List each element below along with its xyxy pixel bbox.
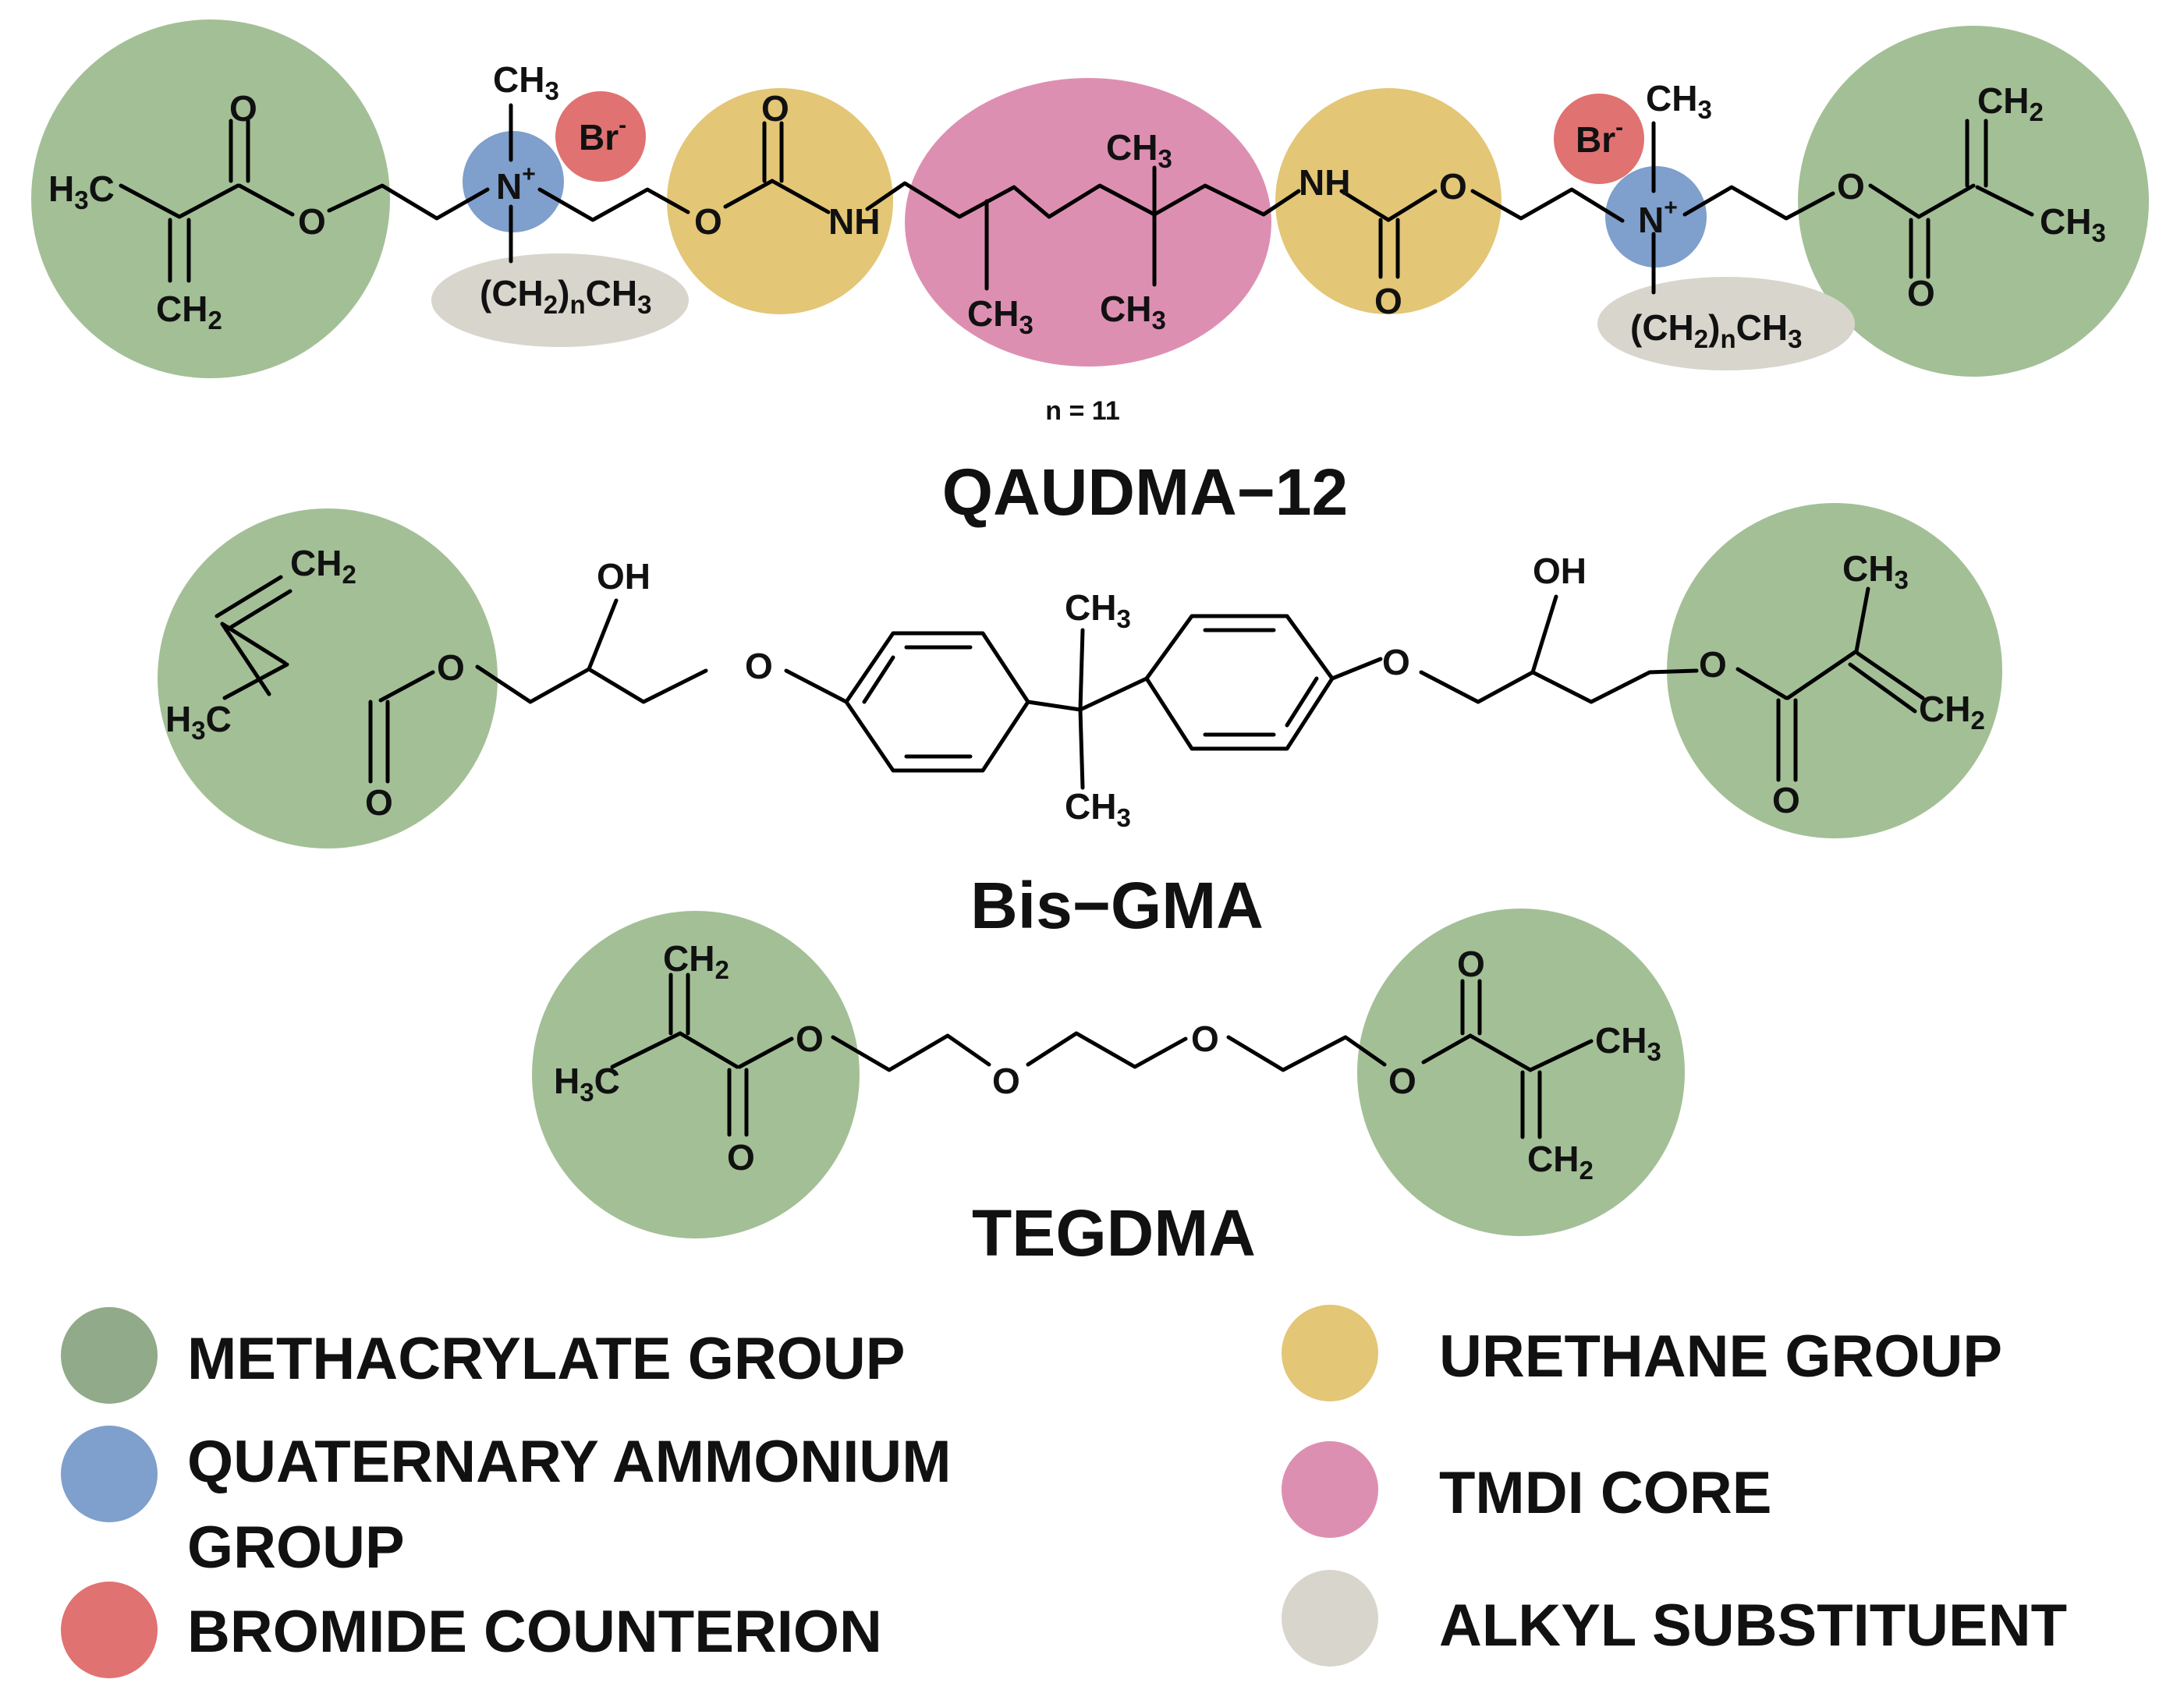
ammonium-n-label: N+ bbox=[496, 161, 536, 207]
legend-label: TMDI CORE bbox=[1439, 1460, 1771, 1526]
carbonyl-o-label: O bbox=[229, 88, 257, 129]
tmdi-core-highlight bbox=[905, 78, 1271, 367]
h3c-label: H3C bbox=[48, 168, 115, 214]
urethane-o-label: O bbox=[694, 201, 722, 242]
carbonyl-o-label: O bbox=[1457, 944, 1485, 984]
ch2-label: CH2 bbox=[1527, 1139, 1594, 1185]
urethane-highlight-right bbox=[1275, 88, 1502, 314]
core-methyl-top-label: CH3 bbox=[1106, 127, 1172, 173]
ammonium-n-label: N+ bbox=[1638, 195, 1678, 240]
ch2-label: CH2 bbox=[156, 289, 222, 335]
ch3-label: CH3 bbox=[2040, 201, 2106, 247]
carbonyl-o-label: O bbox=[1907, 273, 1935, 314]
carbonyl-o-label: O bbox=[727, 1137, 755, 1178]
tegdma-atom-labels: CH2 H3C O O O O O O CH3 CH2 bbox=[554, 938, 1661, 1185]
bromide-highlight-right bbox=[1554, 94, 1644, 184]
urethane-highlight-left bbox=[667, 88, 893, 314]
methacrylate-highlight-left bbox=[532, 911, 860, 1238]
ether-o-label: O bbox=[992, 1061, 1020, 1101]
ether-o-label: O bbox=[745, 646, 773, 686]
carbonyl-o-label: O bbox=[1772, 780, 1800, 820]
qaudma-structure: H3C O O CH2 CH3 N+ Br- (CH2)nCH3 O O NH … bbox=[31, 19, 2149, 529]
urethane-carbonyl-o-label: O bbox=[1374, 281, 1402, 321]
ether-o-label: O bbox=[1382, 642, 1410, 682]
methyl-bottom-label: CH3 bbox=[1065, 786, 1131, 832]
legend-item-bromide: BROMIDE COUNTERION bbox=[61, 1582, 882, 1678]
legend-item-methacrylate: METHACRYLATE GROUP bbox=[61, 1307, 905, 1404]
ester-o-label: O bbox=[1388, 1061, 1416, 1101]
legend-item-quaternary-ammonium: QUATERNARY AMMONIUM GROUP bbox=[61, 1426, 952, 1581]
legend-item-tmdi: TMDI CORE bbox=[1282, 1441, 1771, 1538]
legend-label: QUATERNARY AMMONIUM bbox=[187, 1429, 952, 1495]
ester-o-label: O bbox=[298, 201, 326, 242]
ester-o-label: O bbox=[437, 647, 465, 688]
legend-label: ALKYL SUBSTITUENT bbox=[1439, 1592, 2067, 1659]
ch2-label: CH2 bbox=[1977, 80, 2044, 126]
qaudma-bonds bbox=[119, 103, 2034, 295]
ammonium-highlight-left bbox=[463, 131, 564, 232]
alkyl-highlight-right bbox=[1597, 277, 1855, 370]
n-methyl-label: CH3 bbox=[1646, 78, 1712, 124]
bromide-label: Br- bbox=[579, 112, 626, 158]
legend-swatch bbox=[1282, 1441, 1378, 1538]
urethane-carbonyl-o-label: O bbox=[761, 88, 789, 129]
legend-swatch bbox=[61, 1307, 158, 1404]
bromide-label: Br- bbox=[1576, 115, 1623, 160]
legend-label: URETHANE GROUP bbox=[1439, 1323, 2002, 1390]
methyl-top-label: CH3 bbox=[1065, 587, 1131, 633]
alkyl-chain-label: (CH2)nCH3 bbox=[1630, 307, 1802, 353]
tegdma-bonds bbox=[610, 972, 1594, 1139]
h3c-label: H3C bbox=[165, 699, 232, 745]
legend-item-urethane: URETHANE GROUP bbox=[1282, 1305, 2002, 1401]
alkyl-highlight-left bbox=[431, 253, 689, 347]
tegdma-name: TEGDMA bbox=[972, 1196, 1256, 1270]
nh-label: NH bbox=[1299, 162, 1350, 203]
ester-o-label: O bbox=[796, 1019, 824, 1059]
n-value-note: n = 11 bbox=[1045, 396, 1119, 426]
core-methyl-bl-label: CH3 bbox=[967, 293, 1034, 339]
bisgma-name: Bis−GMA bbox=[970, 869, 1264, 942]
core-methyl-br-label: CH3 bbox=[1100, 289, 1166, 335]
alkyl-chain-label: (CH2)nCH3 bbox=[480, 273, 651, 319]
ester-o-label: O bbox=[1837, 166, 1865, 207]
ester-o-label: O bbox=[1699, 644, 1727, 685]
ch2-label: CH2 bbox=[1919, 689, 1985, 735]
legend-swatch bbox=[61, 1582, 158, 1678]
qaudma-name: QAUDMA−12 bbox=[942, 455, 1348, 529]
methacrylate-highlight-right bbox=[1667, 503, 2002, 838]
legend-label: BROMIDE COUNTERION bbox=[187, 1599, 882, 1665]
legend-swatch bbox=[61, 1426, 158, 1522]
n-methyl-label: CH3 bbox=[493, 59, 559, 105]
legend-swatch bbox=[1282, 1570, 1378, 1667]
nh-label: NH bbox=[828, 201, 880, 242]
legend-label: METHACRYLATE GROUP bbox=[187, 1326, 905, 1392]
bisgma-atom-labels: CH2 H3C O O OH O CH3 CH3 O OH O O CH3 CH… bbox=[165, 543, 1985, 832]
ch3-label: CH3 bbox=[1842, 548, 1909, 594]
h3c-label: H3C bbox=[554, 1061, 620, 1107]
ch3-label: CH3 bbox=[1595, 1020, 1661, 1066]
hydroxyl-label: OH bbox=[1533, 551, 1587, 591]
ammonium-highlight-right bbox=[1605, 166, 1707, 267]
bisgma-bonds bbox=[214, 575, 1925, 790]
carbonyl-o-label: O bbox=[365, 782, 393, 823]
urethane-o-label: O bbox=[1439, 166, 1467, 207]
hydroxyl-label: OH bbox=[597, 556, 651, 597]
tegdma-structure: CH2 H3C O O O O O O CH3 CH2 TEGDMA bbox=[532, 909, 1685, 1270]
bisgma-structure: CH2 H3C O O OH O CH3 CH3 O OH O O CH3 CH… bbox=[158, 503, 2002, 942]
legend-swatch bbox=[1282, 1305, 1378, 1401]
ether-o-label: O bbox=[1191, 1019, 1219, 1059]
ch2-label: CH2 bbox=[663, 938, 729, 984]
methacrylate-highlight-right bbox=[1798, 26, 2149, 377]
methacrylate-highlight-left bbox=[158, 508, 498, 848]
legend-label-line2: GROUP bbox=[187, 1515, 405, 1581]
bromide-highlight-left bbox=[555, 91, 646, 182]
ch2-label: CH2 bbox=[290, 543, 356, 589]
qaudma-atom-labels: H3C O O CH2 CH3 N+ Br- (CH2)nCH3 O O NH … bbox=[48, 59, 2106, 353]
legend: METHACRYLATE GROUP QUATERNARY AMMONIUM G… bbox=[61, 1305, 2067, 1678]
legend-item-alkyl: ALKYL SUBSTITUENT bbox=[1282, 1570, 2067, 1667]
